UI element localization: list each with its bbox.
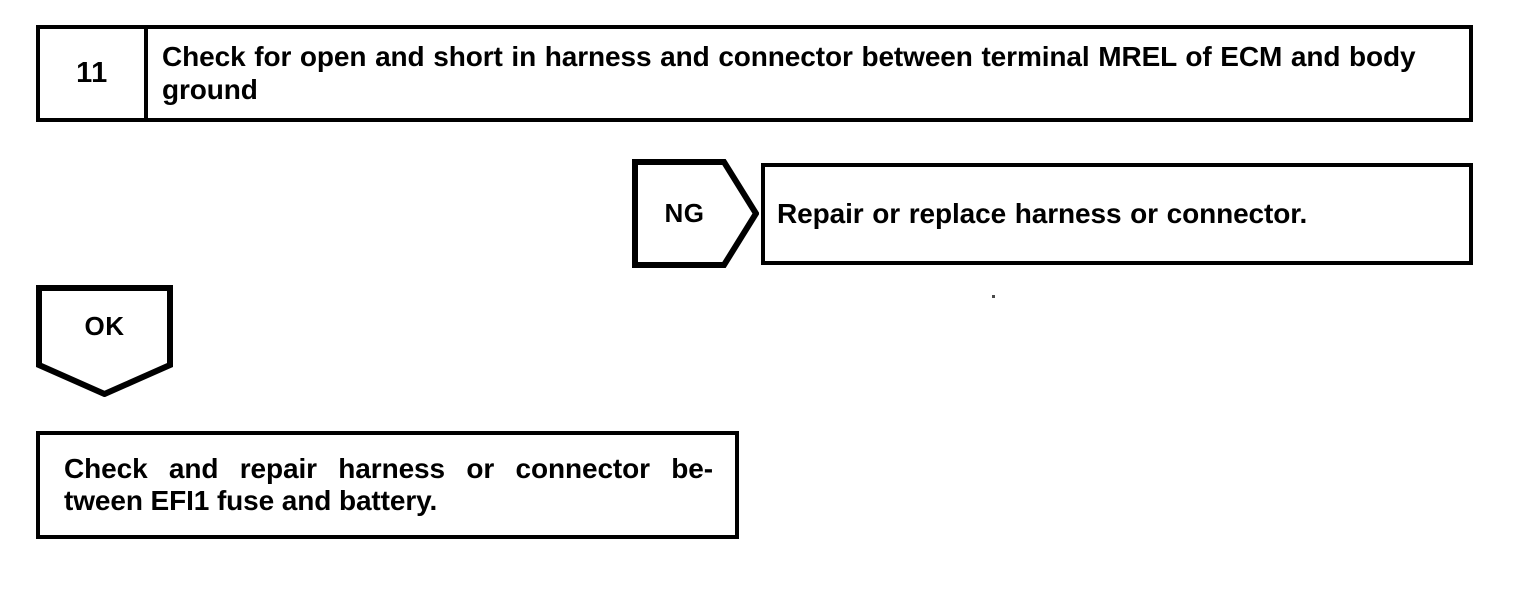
- ok-branch-pentagon: OK: [36, 285, 173, 397]
- ok-result-line-2: tween EFI1 fuse and battery.: [64, 485, 438, 516]
- ng-branch-label: NG: [664, 198, 705, 228]
- ok-result-word: repair: [239, 452, 317, 484]
- scan-artifact-speck: [992, 295, 995, 298]
- ok-result-word: harness: [338, 452, 445, 484]
- step-title-cell: Check for open and short in harness and …: [148, 29, 1469, 118]
- step-title: Check for open and short in harness and …: [162, 40, 1416, 105]
- step-number-cell: 11: [40, 29, 148, 118]
- ok-result-word: Check: [64, 452, 148, 484]
- ok-branch-label: OK: [84, 310, 125, 341]
- ok-result-box: Check and repair harness or connector be…: [36, 431, 739, 539]
- ok-result-word: or: [466, 452, 495, 484]
- ok-result-line-1: Check and repair harness or connector be…: [64, 453, 713, 485]
- step-header-box: 11 Check for open and short in harness a…: [36, 25, 1473, 122]
- ok-result-word: connector: [515, 452, 651, 484]
- ng-result-box: Repair or replace harness or connector.: [761, 163, 1473, 265]
- ng-result-text: Repair or replace harness or connector.: [777, 197, 1308, 229]
- ng-branch-pentagon: NG: [632, 159, 759, 268]
- ok-result-word: be-: [671, 452, 713, 484]
- ok-result-text: Check and repair harness or connector be…: [64, 453, 713, 517]
- ok-result-word: and: [168, 452, 219, 484]
- step-number: 11: [76, 57, 108, 89]
